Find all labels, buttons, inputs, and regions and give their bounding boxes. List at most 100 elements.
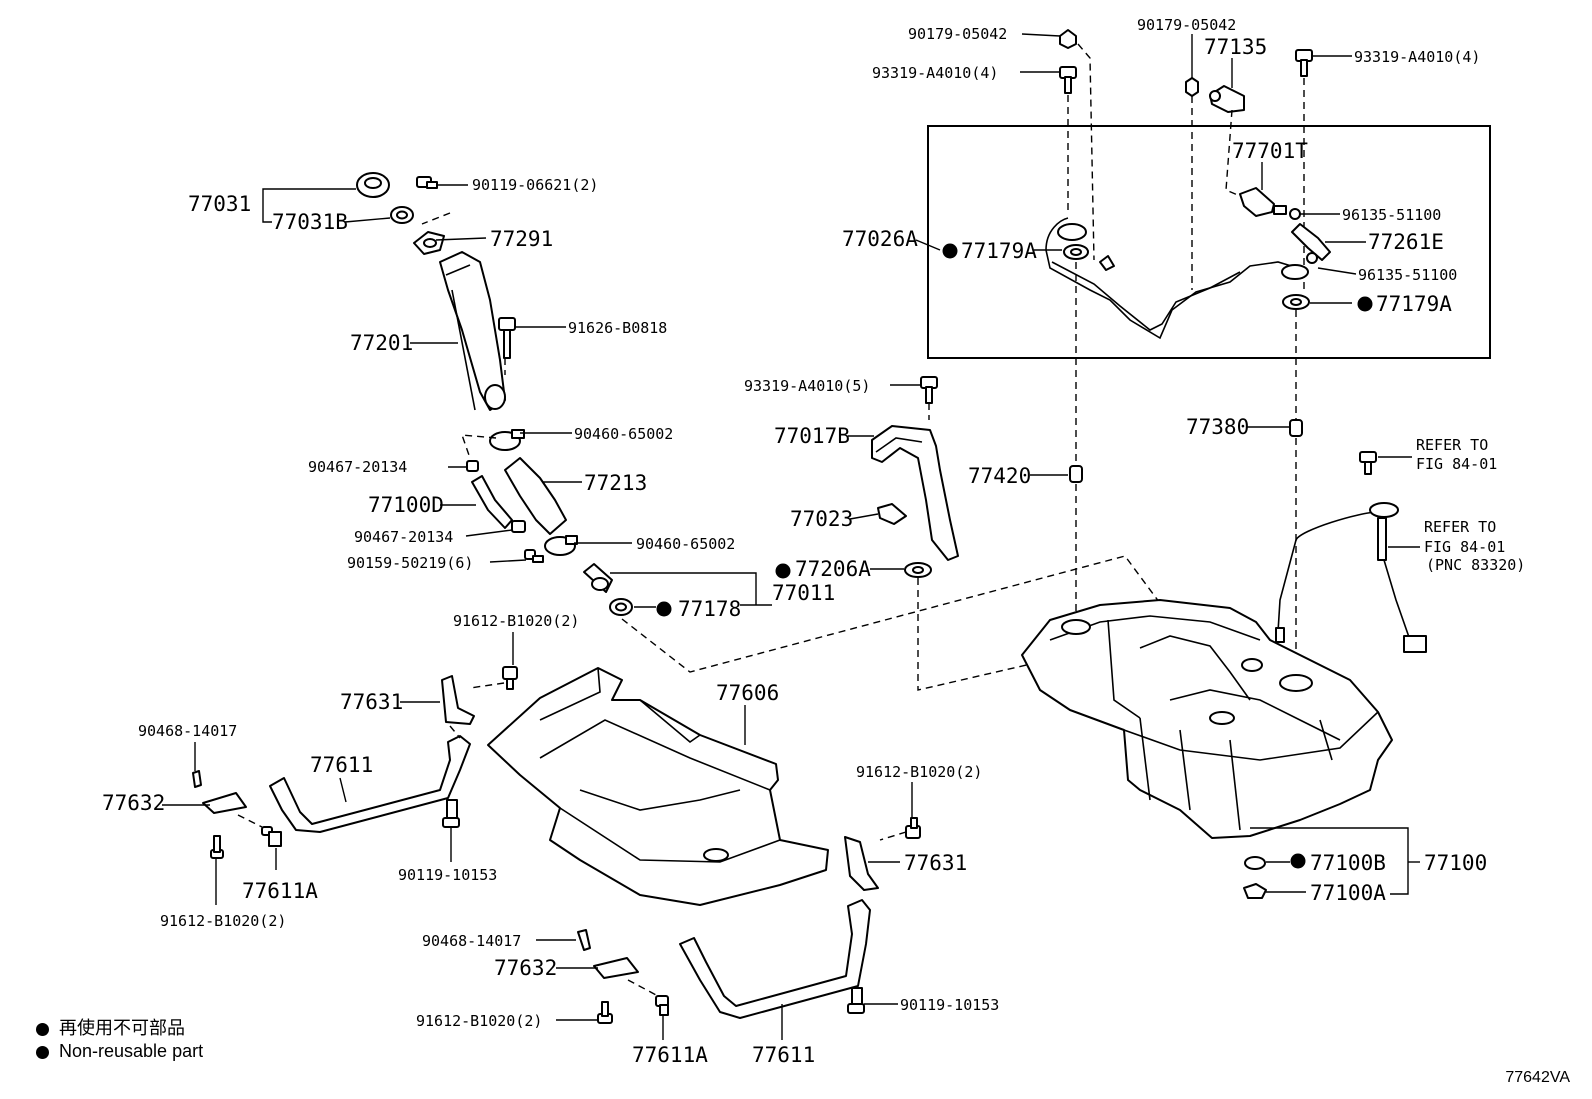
part-label: 90179-05042 — [1137, 16, 1236, 34]
bolt-icon — [1295, 49, 1313, 77]
check-valve-part — [1239, 187, 1287, 217]
sub-assembly-frame — [927, 125, 1491, 359]
part-label: 77631 — [904, 851, 967, 875]
bolt-icon — [597, 1001, 613, 1024]
dashed-guide — [1077, 43, 1095, 261]
hose-clamp-part — [544, 535, 578, 556]
band-bracket-part — [202, 792, 247, 814]
grommet-part — [1069, 465, 1083, 483]
non-reusable-markers — [656, 243, 1373, 869]
part-label: 77611 — [310, 753, 373, 777]
bolt-icon — [905, 817, 921, 839]
part-label: 90119-06621(2) — [472, 176, 598, 194]
part-label: 93319-A4010(4) — [872, 64, 998, 82]
vent-valve-part — [1209, 85, 1245, 113]
reference-label: REFER TO — [1424, 518, 1496, 536]
part-label: 96135-51100 — [1358, 266, 1457, 284]
reference-label: (PNC 83320) — [1426, 556, 1525, 574]
clip-icon — [192, 770, 202, 788]
gasket-ring-part — [1244, 856, 1266, 870]
filler-gasket-part — [390, 206, 414, 224]
part-label: 77611 — [752, 1043, 815, 1067]
fuel-tank-part — [1021, 599, 1393, 839]
dashed-guide — [879, 831, 907, 841]
part-label: 77632 — [494, 956, 557, 980]
filler-cap-ring-part — [356, 172, 390, 198]
part-label: 90159-50219(6) — [347, 554, 473, 572]
part-label: 77632 — [102, 791, 165, 815]
part-label: 91626-B0818 — [568, 319, 667, 337]
part-label: 77023 — [790, 507, 853, 531]
bracket-part — [844, 836, 879, 891]
part-label: 77135 — [1204, 35, 1267, 59]
dashed-guide — [460, 434, 497, 459]
part-label: 90468-14017 — [422, 932, 521, 950]
bolt-icon — [442, 799, 460, 828]
legend-text-jp: 再使用不可部品 — [59, 1018, 185, 1038]
part-label: 77100A — [1310, 881, 1386, 905]
part-label: 77031 — [188, 192, 251, 216]
part-label: 96135-51100 — [1342, 206, 1441, 224]
part-label: 77606 — [716, 681, 779, 705]
part-label: 77100D — [368, 493, 444, 517]
fuel-tank-band-part — [269, 735, 471, 833]
bolt-icon — [1359, 451, 1377, 475]
leader-lines — [162, 33, 1420, 1040]
part-label: 90460-65002 — [574, 425, 673, 443]
part-label: 91612-B1020(2) — [160, 912, 286, 930]
bolt-icon — [416, 176, 438, 189]
reference-label: FIG 84-01 — [1424, 538, 1505, 556]
bolt-icon — [502, 666, 518, 690]
vent-tube-part — [1045, 217, 1299, 340]
part-label: 77631 — [340, 690, 403, 714]
bolt-icon — [655, 995, 669, 1016]
bolt-icon — [261, 826, 282, 847]
fuel-tank-protector-part — [487, 667, 829, 906]
part-label: 77291 — [490, 227, 553, 251]
clip-icon — [577, 929, 591, 951]
part-label: 77206A — [795, 557, 871, 581]
part-label: 90119-10153 — [398, 866, 497, 884]
part-label: 77701T — [1232, 139, 1308, 163]
part-label: 77611A — [632, 1043, 708, 1067]
part-label: 90467-20134 — [308, 458, 407, 476]
bolt-icon — [920, 376, 938, 404]
gasket-ring-part — [1057, 223, 1089, 260]
reference-label: REFER TO — [1416, 436, 1488, 454]
legend-row-jp: 再使用不可部品 — [36, 1014, 185, 1040]
clip-icon — [511, 520, 526, 533]
nut-icon — [1185, 77, 1199, 97]
part-label: 91612-B1020(2) — [856, 763, 982, 781]
bolt-icon — [498, 317, 516, 359]
dashed-guide — [469, 682, 505, 689]
grommet-part — [1289, 419, 1303, 437]
bolt-icon — [847, 987, 865, 1014]
part-label: 93319-A4010(4) — [1354, 48, 1480, 66]
figure-code: 77642VA — [1505, 1069, 1570, 1086]
part-label: 77026A — [842, 227, 918, 251]
part-label: 77100 — [1424, 851, 1487, 875]
part-label: 77420 — [968, 464, 1031, 488]
part-label: 90460-65002 — [636, 535, 735, 553]
gasket-ring-part — [904, 562, 932, 578]
vent-hose-part — [1291, 223, 1331, 261]
non-reusable-dot-icon — [36, 1022, 49, 1036]
part-label: 90119-10153 — [900, 996, 999, 1014]
hose-clip-icon — [1306, 252, 1318, 264]
hose-clamp-part — [489, 429, 525, 451]
dashed-guide — [237, 814, 263, 828]
fuel-sender-gauge-part — [1275, 502, 1427, 653]
filler-pipe-part — [439, 251, 506, 411]
bracket-part — [441, 675, 475, 725]
part-label: 90467-20134 — [354, 528, 453, 546]
dashed-guide — [627, 979, 659, 997]
clip-icon — [466, 460, 479, 472]
part-label: 77178 — [678, 597, 741, 621]
hose-clip-icon — [1289, 208, 1301, 220]
bolt-icon — [1243, 883, 1267, 899]
part-label: 77031B — [272, 210, 348, 234]
part-label: 77213 — [584, 471, 647, 495]
bolt-icon — [210, 835, 224, 859]
